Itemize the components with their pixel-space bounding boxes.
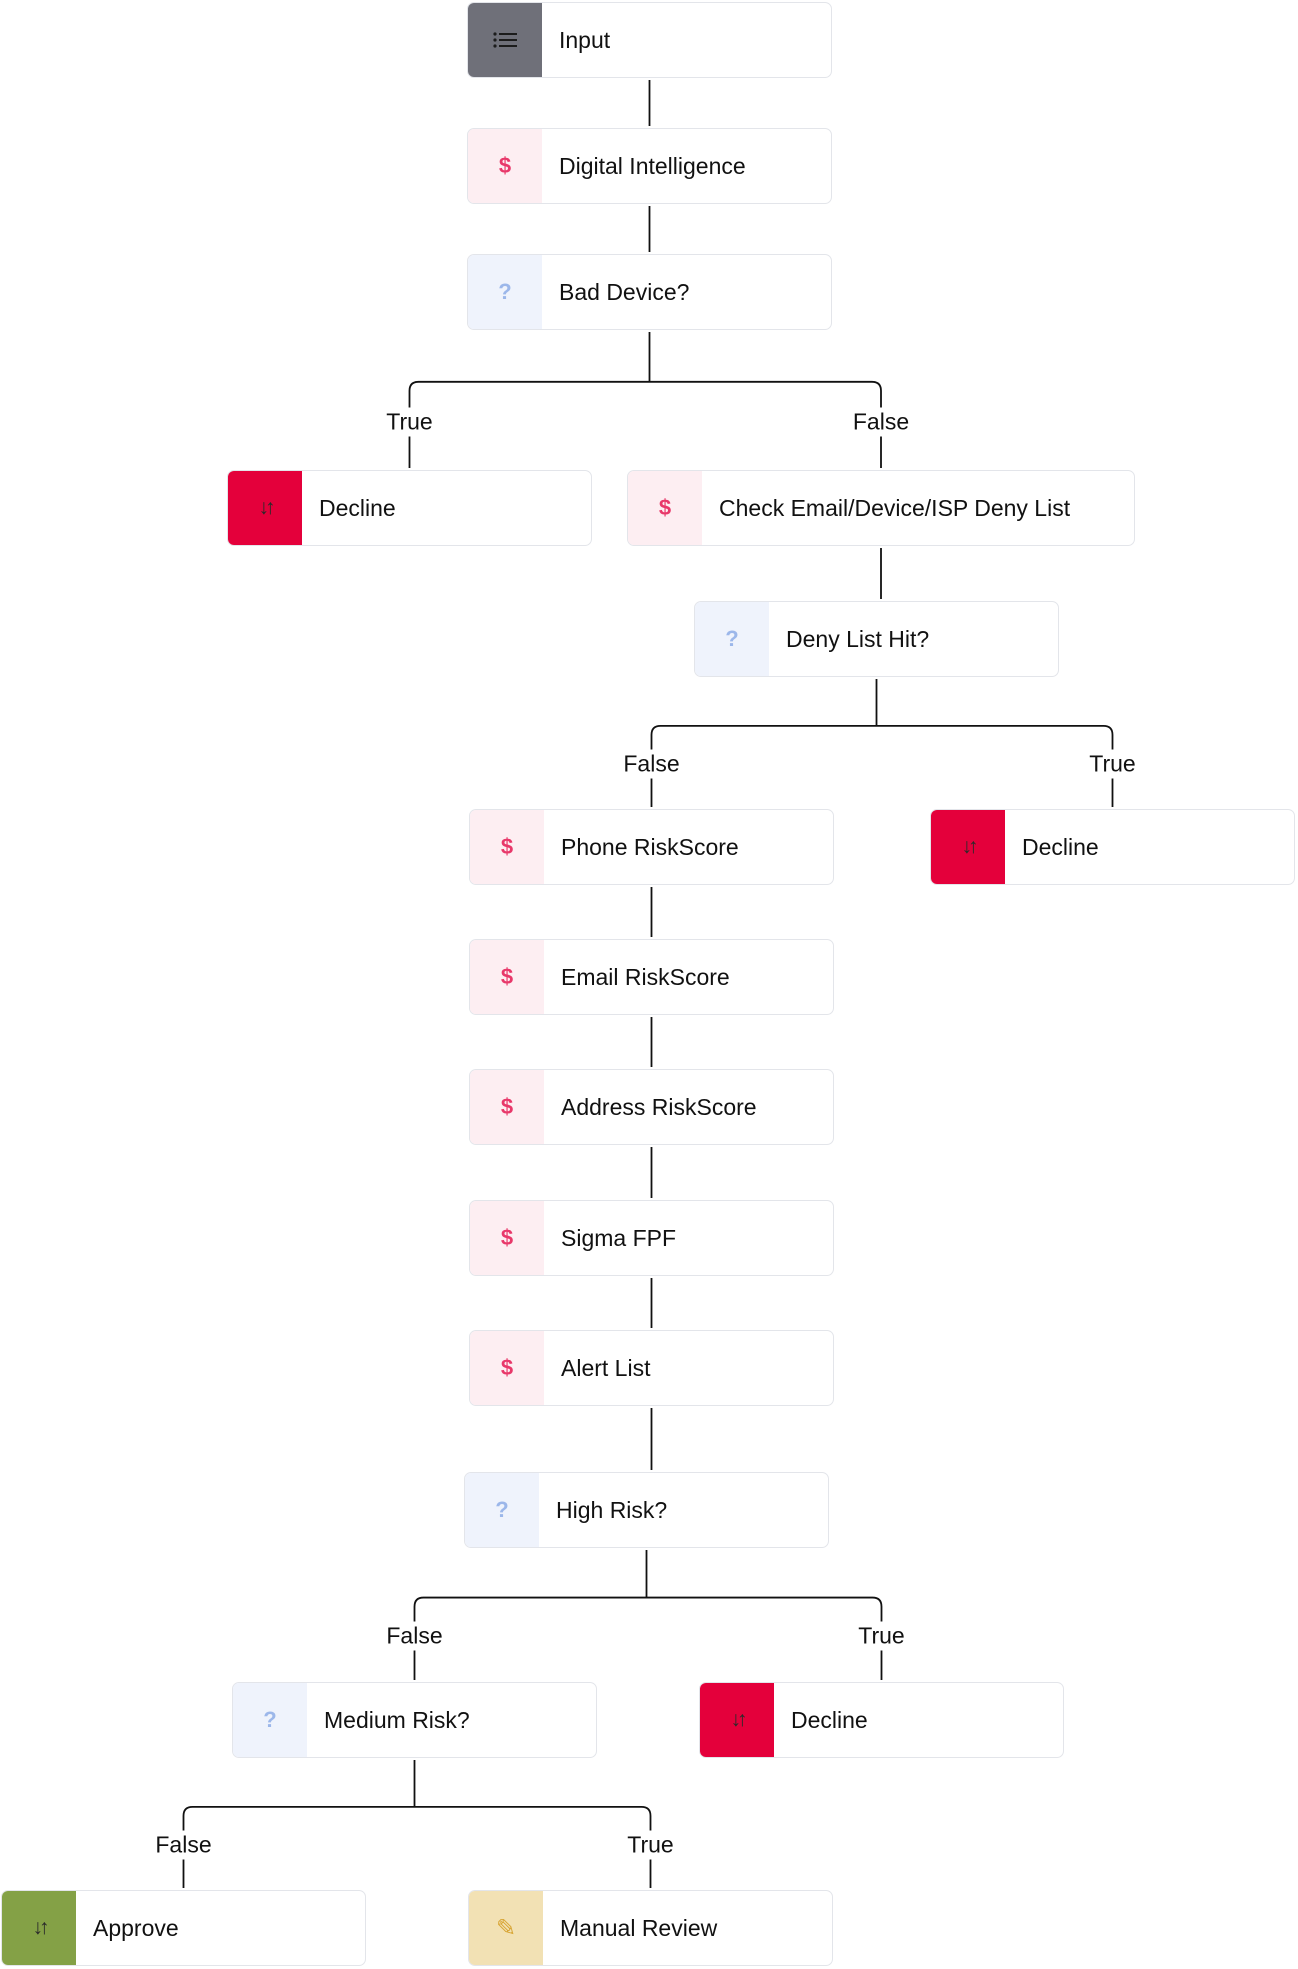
dollar-icon: $ <box>470 1331 544 1405</box>
dollar-icon: $ <box>470 810 544 884</box>
question-icon: ? <box>233 1683 307 1757</box>
node-label: Decline <box>791 1706 868 1733</box>
node-manual-review[interactable]: ✎ Manual Review <box>468 1890 833 1966</box>
node-label: Decline <box>319 494 396 521</box>
node-label: Alert List <box>561 1354 651 1381</box>
dollar-icon: $ <box>470 1201 544 1275</box>
list-icon <box>468 3 542 77</box>
pencil-icon: ✎ <box>469 1891 543 1965</box>
node-phone-riskscore[interactable]: $ Phone RiskScore <box>469 809 834 885</box>
node-decline-1[interactable]: ↓↑ Decline <box>227 470 592 546</box>
branch-line <box>414 1805 652 1888</box>
question-icon: ? <box>695 602 769 676</box>
sort-arrows-icon: ↓↑ <box>700 1683 774 1757</box>
branch-label-true: True <box>383 407 436 437</box>
dollar-icon: $ <box>468 129 542 203</box>
branch-line <box>413 1596 647 1680</box>
node-label: Phone RiskScore <box>561 833 739 860</box>
node-label: Approve <box>93 1914 179 1941</box>
sort-arrows-icon: ↓↑ <box>228 471 302 545</box>
dollar-icon: $ <box>470 940 544 1014</box>
node-check-deny-list[interactable]: $ Check Email/Device/ISP Deny List <box>627 470 1135 546</box>
node-label: Input <box>559 26 611 53</box>
node-decline-2[interactable]: ↓↑ Decline <box>930 809 1295 885</box>
node-digital-intelligence[interactable]: $ Digital Intelligence <box>467 128 832 204</box>
node-sigma-fpf[interactable]: $ Sigma FPF <box>469 1200 834 1276</box>
node-label: Digital Intelligence <box>559 152 746 179</box>
sort-arrows-icon: ↓↑ <box>931 810 1005 884</box>
node-label: Check Email/Device/ISP Deny List <box>719 494 1071 521</box>
branch-label-false: False <box>383 1621 446 1651</box>
branch-label-false: False <box>849 407 913 437</box>
branch-label-false: False <box>152 1830 215 1860</box>
node-label: Deny List Hit? <box>786 625 930 652</box>
branch-line <box>182 1805 415 1888</box>
node-approve[interactable]: ↓↑ Approve <box>1 1890 366 1966</box>
node-alert-list[interactable]: $ Alert List <box>469 1330 834 1406</box>
node-label: Manual Review <box>560 1914 718 1941</box>
node-label: Sigma FPF <box>561 1224 677 1251</box>
branch-line <box>649 380 882 468</box>
node-label: Email RiskScore <box>561 963 730 990</box>
branch-line <box>876 724 1114 807</box>
branch-label-false: False <box>620 749 683 779</box>
node-label: Bad Device? <box>559 278 690 305</box>
branch-line <box>646 1596 883 1680</box>
node-medium-risk[interactable]: ? Medium Risk? <box>232 1682 597 1758</box>
question-icon: ? <box>468 255 542 329</box>
node-label: High Risk? <box>556 1496 668 1523</box>
node-high-risk[interactable]: ? High Risk? <box>464 1472 829 1548</box>
question-icon: ? <box>465 1473 539 1547</box>
branch-label-true: True <box>1086 749 1139 779</box>
node-label: Address RiskScore <box>561 1093 757 1120</box>
dollar-icon: $ <box>628 471 702 545</box>
node-decline-3[interactable]: ↓↑ Decline <box>699 1682 1064 1758</box>
sort-arrows-icon: ↓↑ <box>2 1891 76 1965</box>
node-bad-device[interactable]: ? Bad Device? <box>467 254 832 330</box>
branch-line <box>650 724 877 807</box>
branch-line <box>408 380 650 468</box>
branch-label-true: True <box>855 1621 908 1651</box>
node-label: Medium Risk? <box>324 1706 470 1733</box>
node-email-riskscore[interactable]: $ Email RiskScore <box>469 939 834 1015</box>
node-input[interactable]: Input <box>467 2 832 78</box>
node-label: Decline <box>1022 833 1099 860</box>
branch-label-true: True <box>624 1830 677 1860</box>
node-deny-list-hit[interactable]: ? Deny List Hit? <box>694 601 1059 677</box>
node-address-riskscore[interactable]: $ Address RiskScore <box>469 1069 834 1145</box>
dollar-icon: $ <box>470 1070 544 1144</box>
